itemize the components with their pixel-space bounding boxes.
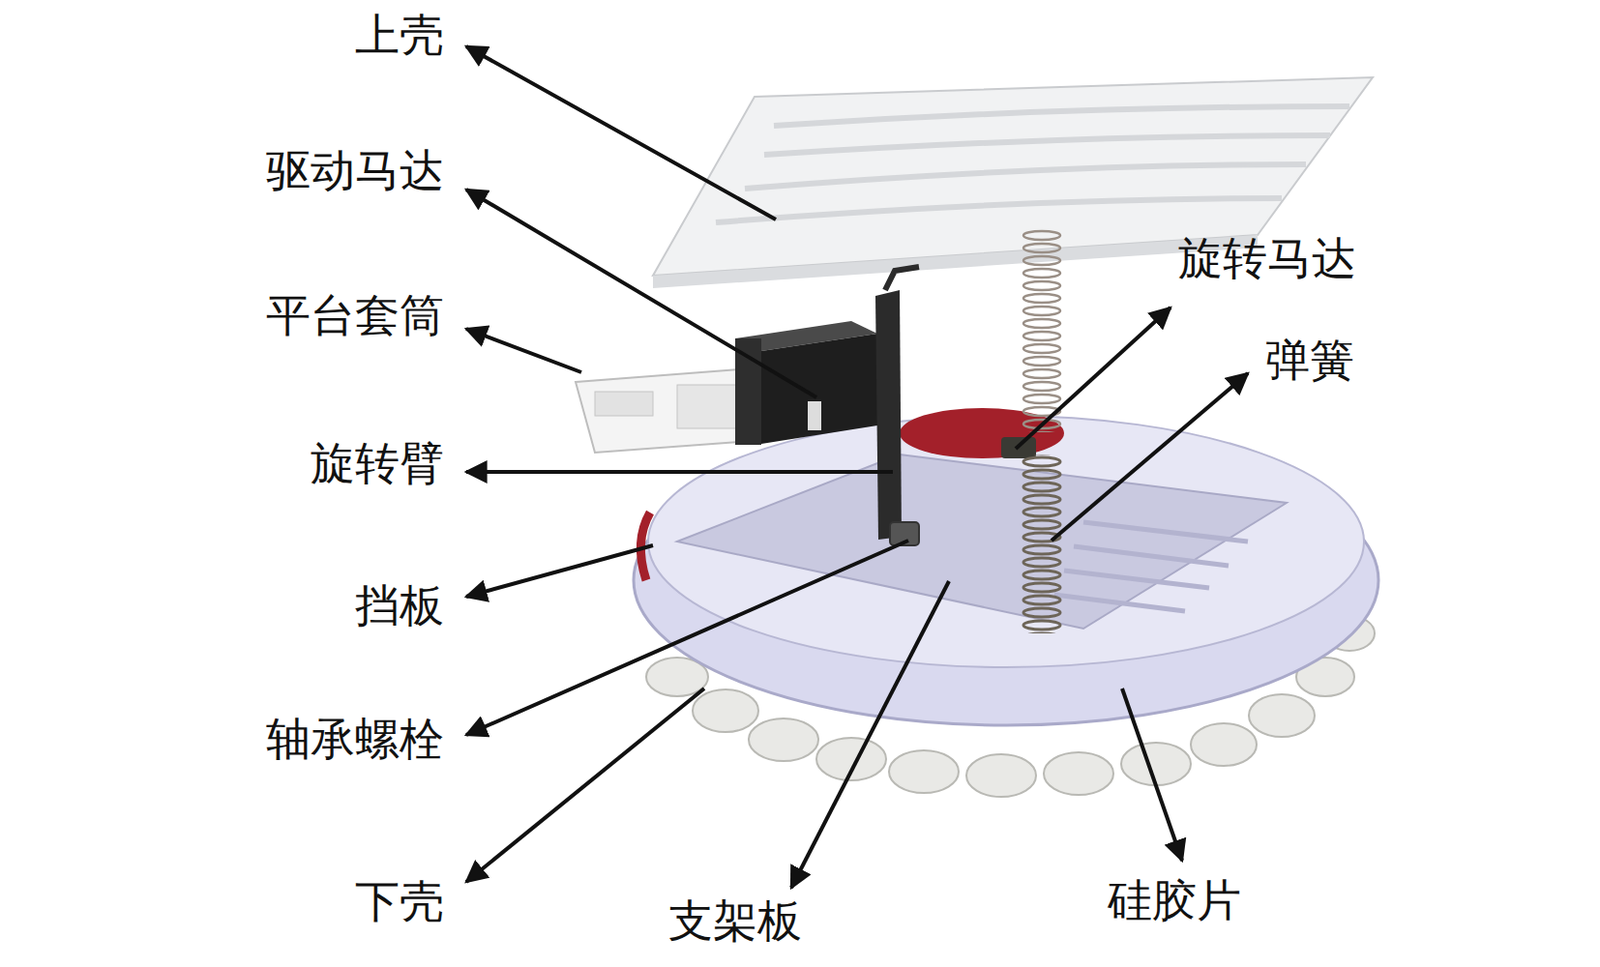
leader-line	[1015, 307, 1171, 449]
arm-hook	[885, 266, 919, 291]
part-label: 上壳	[355, 11, 445, 61]
leader-line	[466, 328, 582, 373]
leader-line	[466, 545, 653, 597]
leader-line	[466, 688, 705, 883]
rotating-arm	[875, 290, 902, 540]
spring-upper	[1020, 229, 1064, 433]
drive-motor	[735, 321, 878, 445]
leader-line	[466, 189, 817, 398]
spring-lower	[1020, 454, 1064, 634]
plate-ribs	[1054, 522, 1248, 612]
part-label: 驱动马达	[266, 147, 445, 197]
part-label: 旋转臂	[310, 440, 445, 490]
leader-line	[466, 46, 776, 220]
part-label: 轴承螺栓	[266, 715, 445, 766]
leader-line	[1122, 688, 1183, 861]
upper-shell-ridges	[715, 106, 1350, 223]
part-label: 硅胶片	[1107, 877, 1242, 927]
part-label: 弹簧	[1265, 336, 1355, 386]
upper-shell-edge	[652, 235, 1258, 289]
leader-line	[1051, 373, 1248, 541]
part-label: 挡板	[355, 582, 445, 632]
part-label: 旋转马达	[1178, 235, 1357, 285]
part-label: 支架板	[668, 897, 802, 948]
part-label: 平台套筒	[266, 292, 445, 342]
leader-lines	[466, 46, 1248, 889]
shell-rim	[648, 415, 1364, 668]
leader-line	[466, 470, 893, 475]
leader-line	[791, 581, 949, 889]
part-label: 下壳	[355, 878, 445, 928]
leader-line	[466, 540, 909, 736]
